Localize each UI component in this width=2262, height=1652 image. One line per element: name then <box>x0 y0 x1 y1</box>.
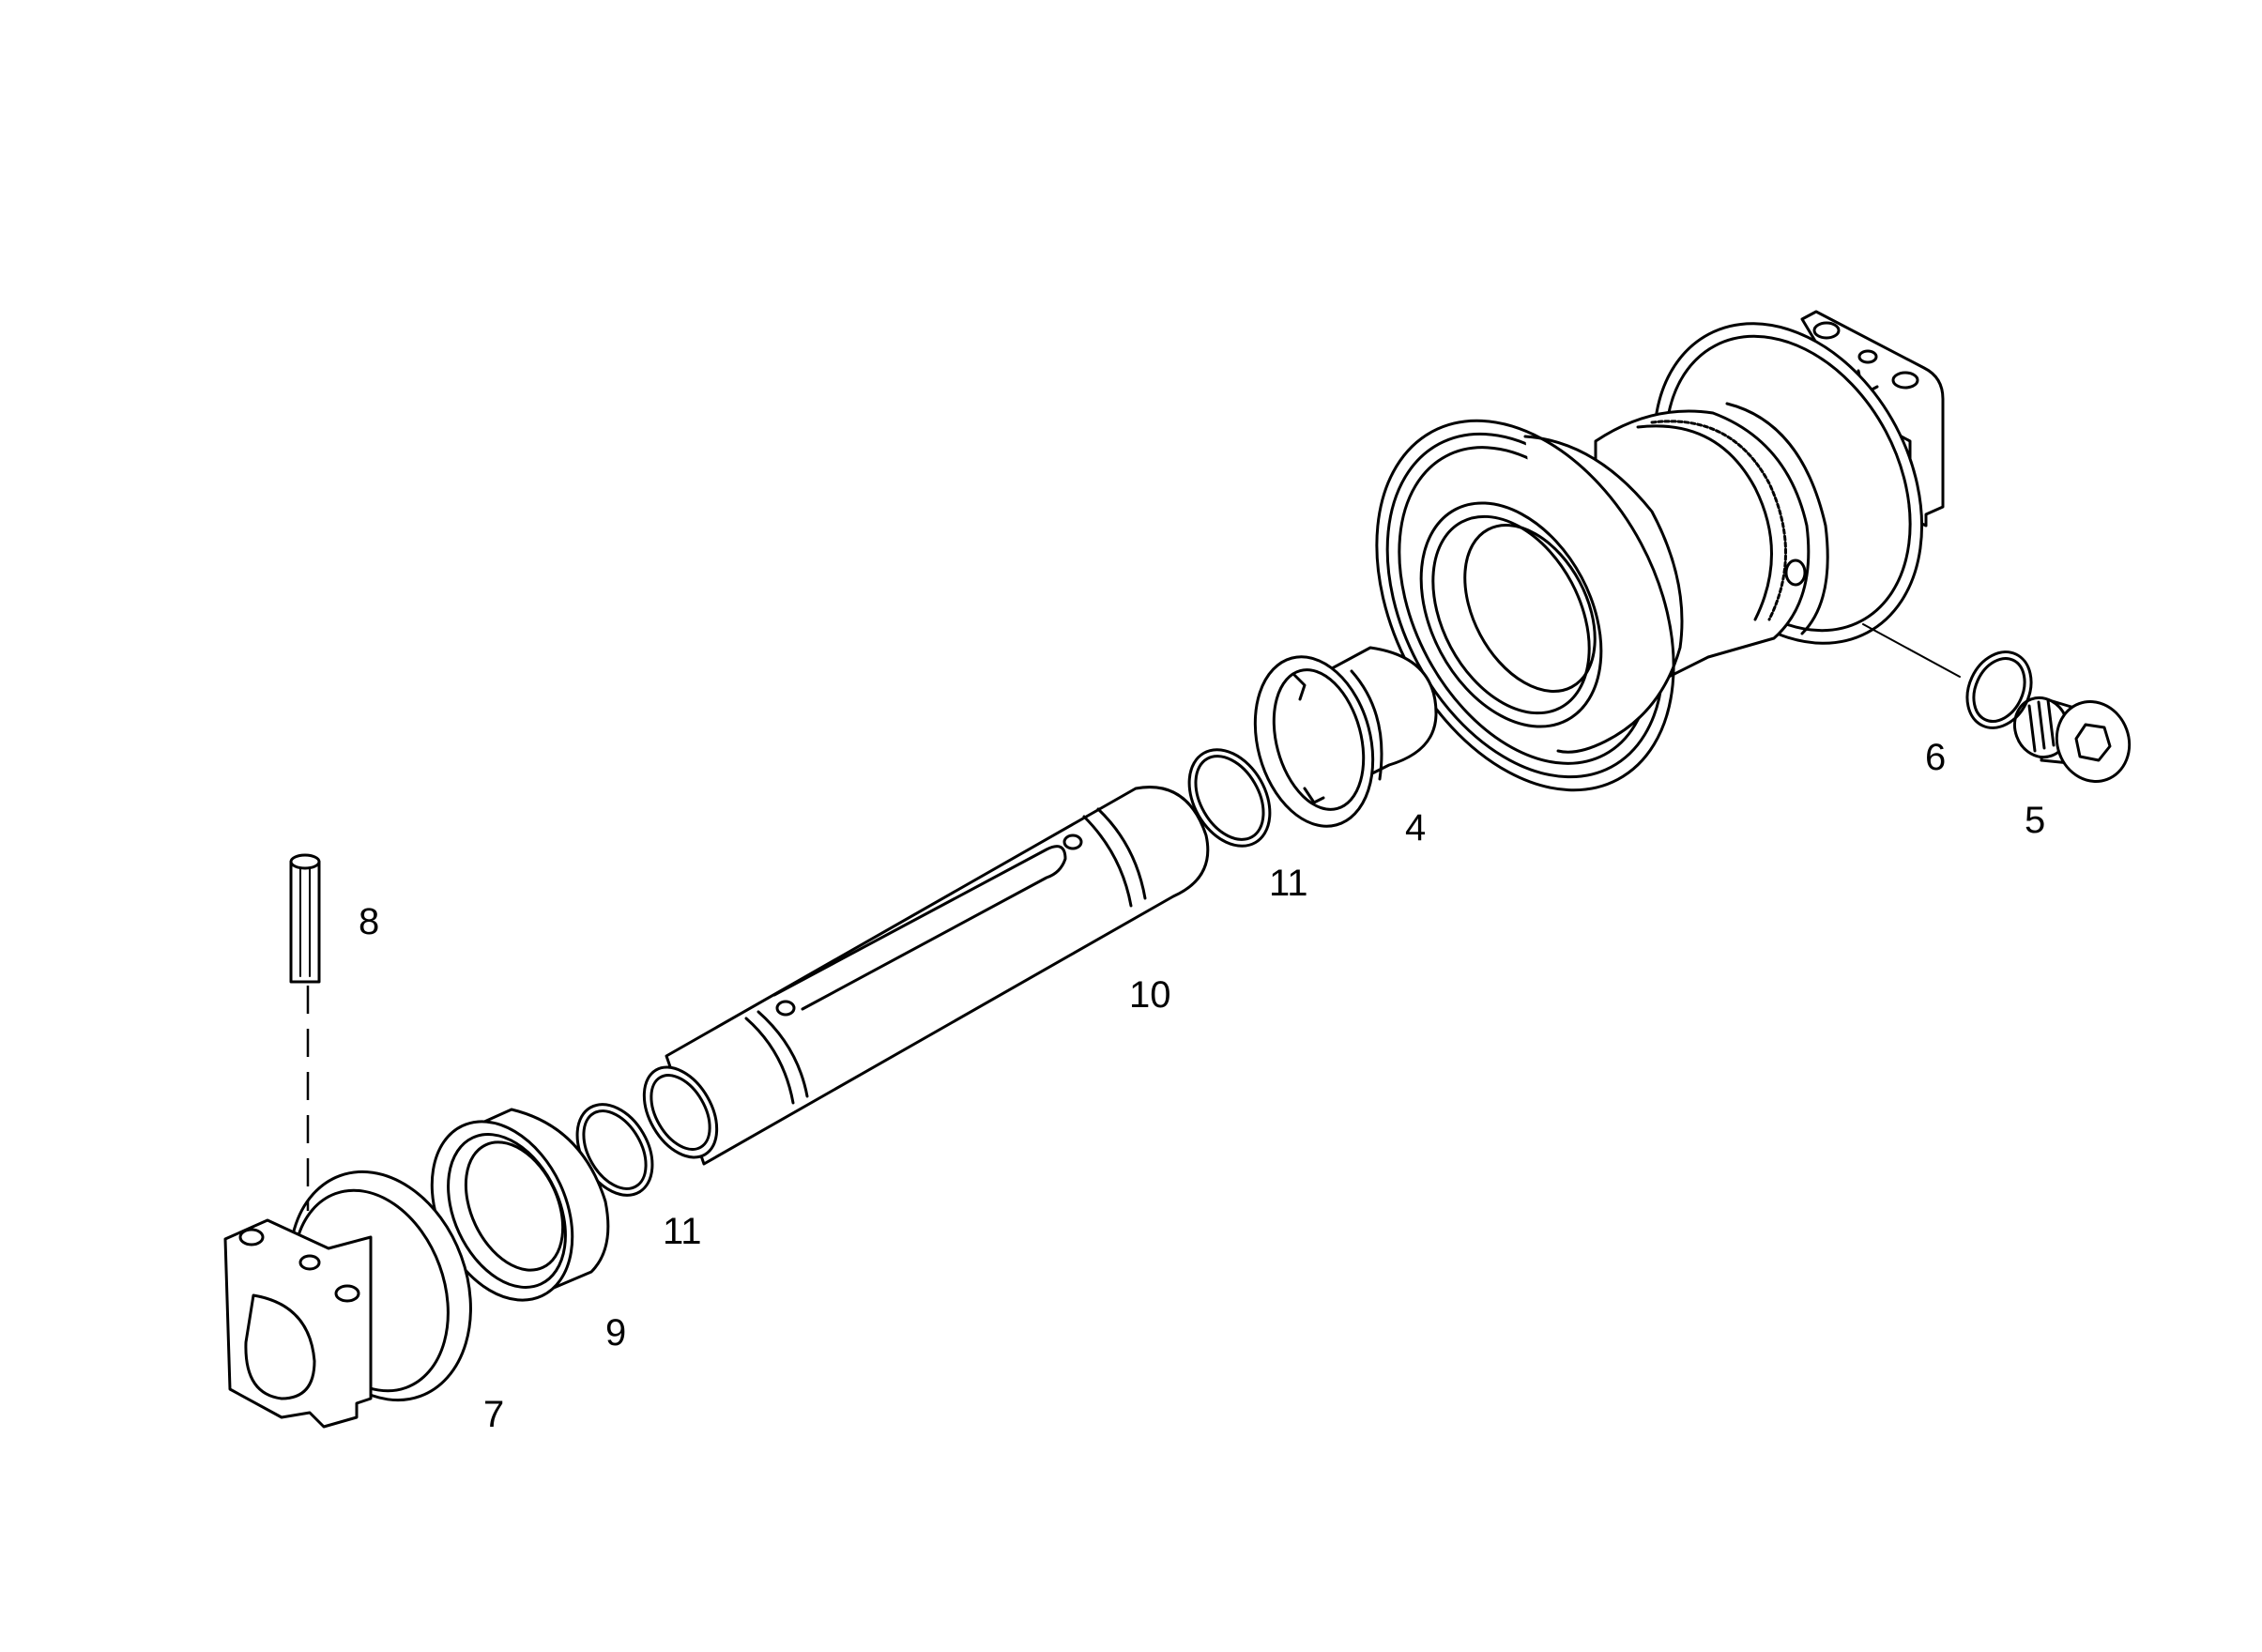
bushing <box>1253 646 1438 828</box>
callout-4: 4 <box>1405 807 1426 849</box>
callout-5: 5 <box>2025 800 2045 841</box>
o-ring-plug <box>1965 650 2033 729</box>
roller-assembly <box>1375 310 1961 792</box>
bracket-left <box>223 1170 472 1429</box>
callout-10: 10 <box>1129 974 1171 1016</box>
callout-7: 7 <box>483 1394 504 1435</box>
seal-left <box>430 1108 610 1302</box>
callout-8: 8 <box>359 901 379 942</box>
shaft <box>642 786 1210 1166</box>
callout-6: 6 <box>1925 737 1946 778</box>
spring-pin <box>289 853 321 1211</box>
callout-9: 9 <box>605 1312 626 1354</box>
callout-11-left: 11 <box>663 1211 702 1252</box>
callout-labels: 8 7 9 11 10 11 4 6 5 <box>359 737 2045 1435</box>
callout-11-right: 11 <box>1269 863 1308 904</box>
plug <box>2013 696 2132 783</box>
